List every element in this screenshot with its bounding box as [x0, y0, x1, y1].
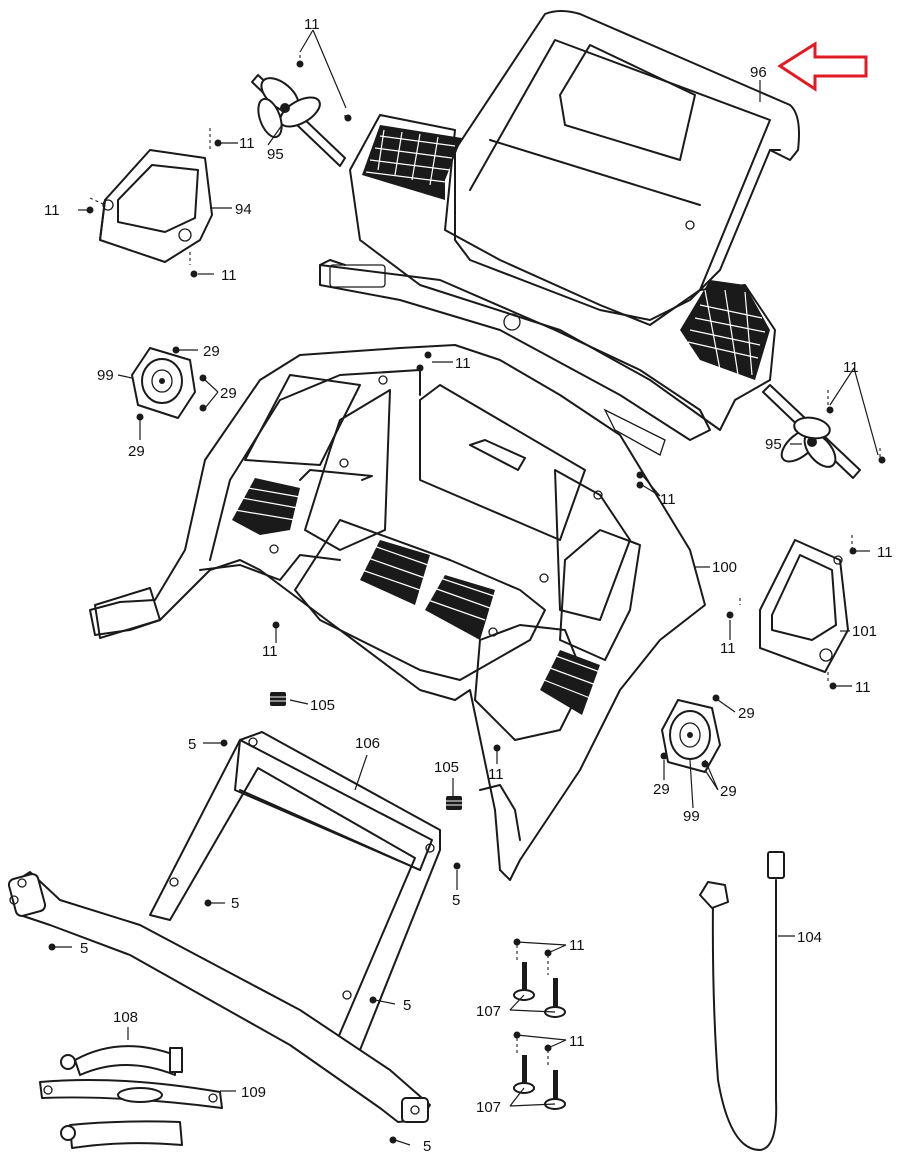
part-99-speaker-upper: [131, 347, 196, 419]
callout-11: 11: [488, 766, 504, 783]
part-99-speaker-lower: [661, 699, 721, 773]
callout-11: 11: [720, 640, 736, 657]
callout-99: 99: [683, 808, 700, 825]
callout-11: 11: [221, 267, 237, 284]
callout-11: 11: [855, 679, 871, 696]
callout-95: 95: [267, 146, 284, 163]
crossbar-frame: [7, 871, 431, 1123]
part-107-bolt-set-upper: [513, 938, 566, 1018]
callout-108: 108: [113, 1009, 138, 1026]
callout-labels: 11 96 95 11 11 94 11 29 99 29 29 11 11 9…: [44, 16, 893, 1155]
part-94-accessory-tray-left: [89, 128, 213, 265]
console-body: [319, 114, 776, 456]
callout-96: 96: [750, 64, 767, 81]
part-104-cable: [699, 851, 785, 1151]
callout-11: 11: [569, 937, 585, 954]
callout-105: 105: [434, 759, 459, 776]
callout-29: 29: [720, 783, 737, 800]
callout-5: 5: [188, 736, 196, 753]
callout-99: 99: [97, 367, 114, 384]
callout-5: 5: [423, 1138, 431, 1155]
part-107-bolt-set-lower: [513, 1031, 566, 1110]
callout-29: 29: [653, 781, 670, 798]
callout-11: 11: [843, 359, 859, 376]
part-96-console-cover: [454, 10, 800, 321]
callout-5: 5: [403, 997, 411, 1014]
callout-5: 5: [80, 940, 88, 957]
part-108-strap: [60, 1045, 183, 1149]
callout-105: 105: [310, 697, 335, 714]
part-95-fan-lower: [762, 384, 886, 479]
console-base-grilles: [232, 478, 601, 715]
callout-107: 107: [476, 1099, 501, 1116]
callout-11: 11: [262, 643, 278, 660]
callout-101: 101: [852, 623, 877, 640]
callout-107: 107: [476, 1003, 501, 1020]
screw-fasteners: [48, 139, 857, 1144]
part-105-clip-upper: [270, 692, 286, 706]
callout-11: 11: [44, 202, 60, 219]
callout-5: 5: [231, 895, 239, 912]
part-105-clip-lower: [446, 796, 462, 810]
callout-95: 95: [765, 436, 782, 453]
callout-94: 94: [235, 201, 252, 218]
callout-109: 109: [241, 1084, 266, 1101]
callout-29: 29: [128, 443, 145, 460]
callout-104: 104: [797, 929, 822, 946]
callout-100: 100: [712, 559, 737, 576]
callout-11: 11: [569, 1033, 585, 1050]
red-highlight-arrow: [777, 41, 868, 92]
callout-5: 5: [452, 892, 460, 909]
console-right-grille: [680, 280, 770, 380]
callout-106: 106: [355, 735, 380, 752]
callout-11: 11: [239, 135, 255, 152]
callout-29: 29: [203, 343, 220, 360]
part-101-accessory-tray-right: [739, 535, 853, 682]
console-left-grille: [362, 125, 462, 200]
callout-29: 29: [738, 705, 755, 722]
callout-11: 11: [877, 544, 893, 561]
callout-11: 11: [455, 355, 471, 372]
callout-11: 11: [660, 491, 676, 508]
callout-11: 11: [304, 16, 320, 33]
part-95-fan-upper: [251, 55, 352, 167]
part-100-console-base: [89, 344, 706, 881]
part-109-handle: [39, 1078, 223, 1109]
callout-29: 29: [220, 385, 237, 402]
